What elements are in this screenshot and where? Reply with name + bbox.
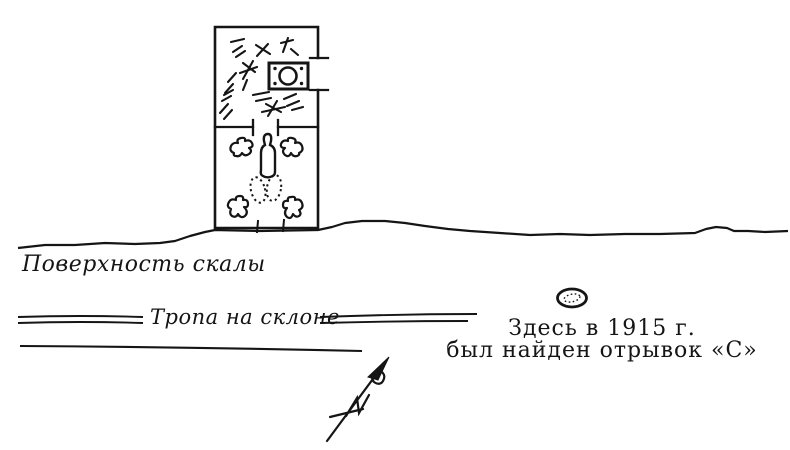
- slope-path-double-lines: [17, 313, 478, 324]
- rock-surface-line: [17, 219, 789, 250]
- plaque-outline: [267, 61, 310, 91]
- north-arrow: [325, 356, 390, 443]
- plaque-with-circle: [267, 61, 310, 91]
- bird-figures: [226, 136, 304, 220]
- bird-figure-bottom-right: [281, 195, 304, 220]
- path-double-line-right: [319, 313, 478, 324]
- bird-figure-top-left: [229, 136, 254, 158]
- dotted-footprints: [249, 174, 283, 204]
- find-caption: Здесь в 1915 г. был найден отрывок «С»: [442, 318, 762, 362]
- footprint-right: [265, 174, 283, 202]
- rock-surface-label: Поверхность скалы: [22, 252, 266, 277]
- north-arrow-head: [367, 356, 390, 381]
- enclosure-entrance-jambs: [308, 56, 330, 92]
- bird-figure-top-right: [279, 136, 304, 158]
- find-caption-line1: Здесь в 1915 г.: [508, 316, 696, 341]
- find-spot-oval: [556, 287, 588, 309]
- footprint-left: [249, 176, 267, 204]
- path-double-line-left: [17, 315, 144, 324]
- idol-figure: [259, 132, 277, 179]
- find-caption-line2: был найден отрывок «С»: [446, 338, 758, 363]
- enclosure-divider-jambs: [251, 118, 280, 137]
- bird-figure-bottom-left: [226, 194, 250, 219]
- enclosure-plan: [213, 25, 330, 234]
- plaque-corner-dots: [273, 66, 304, 86]
- north-arrow-script-mark: [328, 393, 371, 419]
- north-arrow-curl: [371, 370, 386, 385]
- slope-path-label: Тропа на склоне: [150, 305, 340, 329]
- plaque-circle: [278, 66, 298, 86]
- slope-path-single-line: [19, 344, 363, 353]
- petroglyph-scratches: [218, 36, 305, 121]
